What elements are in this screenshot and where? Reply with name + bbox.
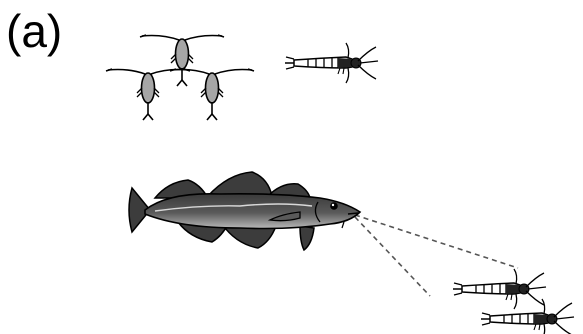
krill-bottom-1 <box>453 269 546 309</box>
sight-line-lower <box>355 217 430 296</box>
krill-bottom-2 <box>481 299 574 334</box>
cod-fish <box>129 172 360 250</box>
krill-top <box>285 43 378 83</box>
copepod-left <box>106 69 190 120</box>
sight-line-upper <box>355 215 518 268</box>
